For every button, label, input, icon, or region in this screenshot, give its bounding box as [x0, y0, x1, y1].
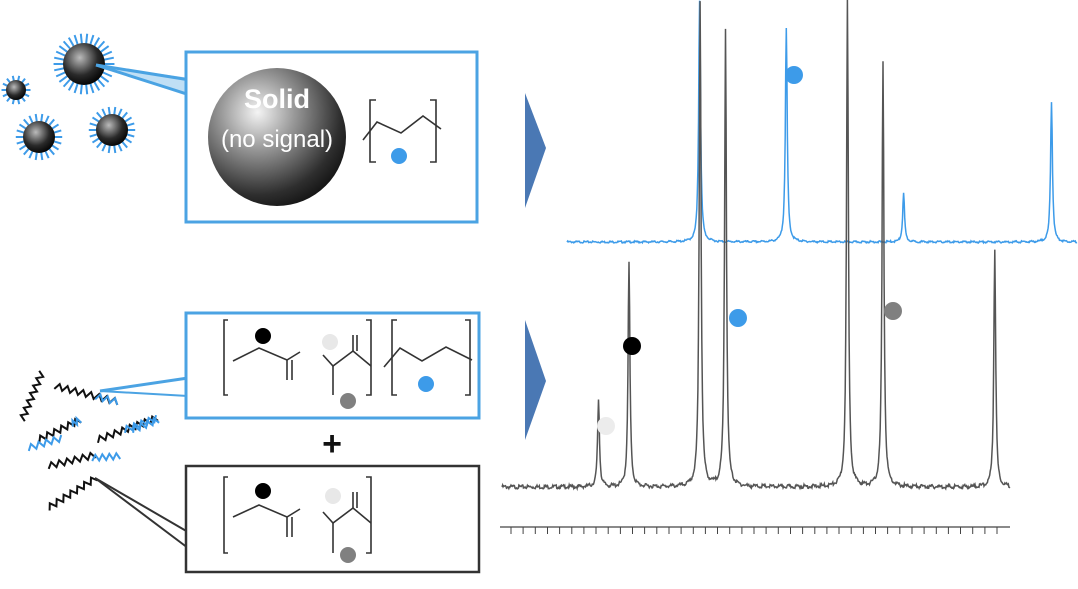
- solid-box: Solid (no signal): [184, 50, 479, 224]
- black-marker-dot-2: [255, 483, 271, 499]
- polymer-rod-cluster: [19, 370, 160, 511]
- light-gray-marker-dot-2: [325, 488, 341, 504]
- spectrum-blue: [566, 0, 1078, 245]
- polymer-rod: [53, 382, 119, 406]
- arrow-top: [525, 93, 546, 208]
- solid-title: Solid: [244, 84, 310, 114]
- polymer-rod: [47, 451, 97, 470]
- gray-marker-dot-2: [340, 547, 356, 563]
- solid-subtitle: (no signal): [221, 126, 333, 153]
- spectrum-black-dot: [623, 337, 641, 355]
- gray-marker-dot: [340, 393, 356, 409]
- top-connector: [95, 63, 191, 97]
- copolymer-box: [184, 311, 481, 420]
- methacrylate-unit: [223, 319, 372, 396]
- nanoparticle-cluster: [1, 33, 136, 161]
- spectrum-blue-dot-bottom: [729, 309, 747, 327]
- ethylene-repeat-unit: [362, 99, 442, 163]
- spectrum-gray: [501, 0, 1011, 492]
- polymer-rod: [27, 434, 63, 452]
- nanoparticle: [88, 106, 136, 154]
- blue-marker-dot: [391, 148, 407, 164]
- polymer-rod-blue-segment: [94, 392, 119, 406]
- black-marker-dot: [255, 328, 271, 344]
- methacrylate-unit-2: [223, 476, 372, 554]
- ethylene-unit: [383, 319, 473, 396]
- ppm-axis: [500, 526, 1010, 534]
- spectrum-light-gray-dot: [597, 417, 615, 435]
- polymer-rod: [91, 451, 122, 463]
- polymer-rod: [48, 476, 99, 511]
- bottom-connector: [94, 477, 189, 549]
- blue-marker-dot-2: [418, 376, 434, 392]
- solid-sphere: [208, 68, 346, 206]
- plus-operator: +: [322, 425, 342, 463]
- spectrum-blue-dot-top: [785, 66, 803, 84]
- polymer-rod: [19, 370, 45, 422]
- arrow-bottom: [525, 320, 546, 440]
- nanoparticle: [53, 33, 115, 95]
- middle-connector: [99, 376, 189, 397]
- polymer-rod-blue-segment: [71, 415, 82, 428]
- polymer-rod: [132, 416, 160, 433]
- nanoparticle: [1, 75, 31, 105]
- spectrum-gray-dot: [884, 302, 902, 320]
- nanoparticle: [15, 113, 63, 161]
- homopolymer-box: [184, 464, 481, 574]
- light-gray-marker-dot: [322, 334, 338, 350]
